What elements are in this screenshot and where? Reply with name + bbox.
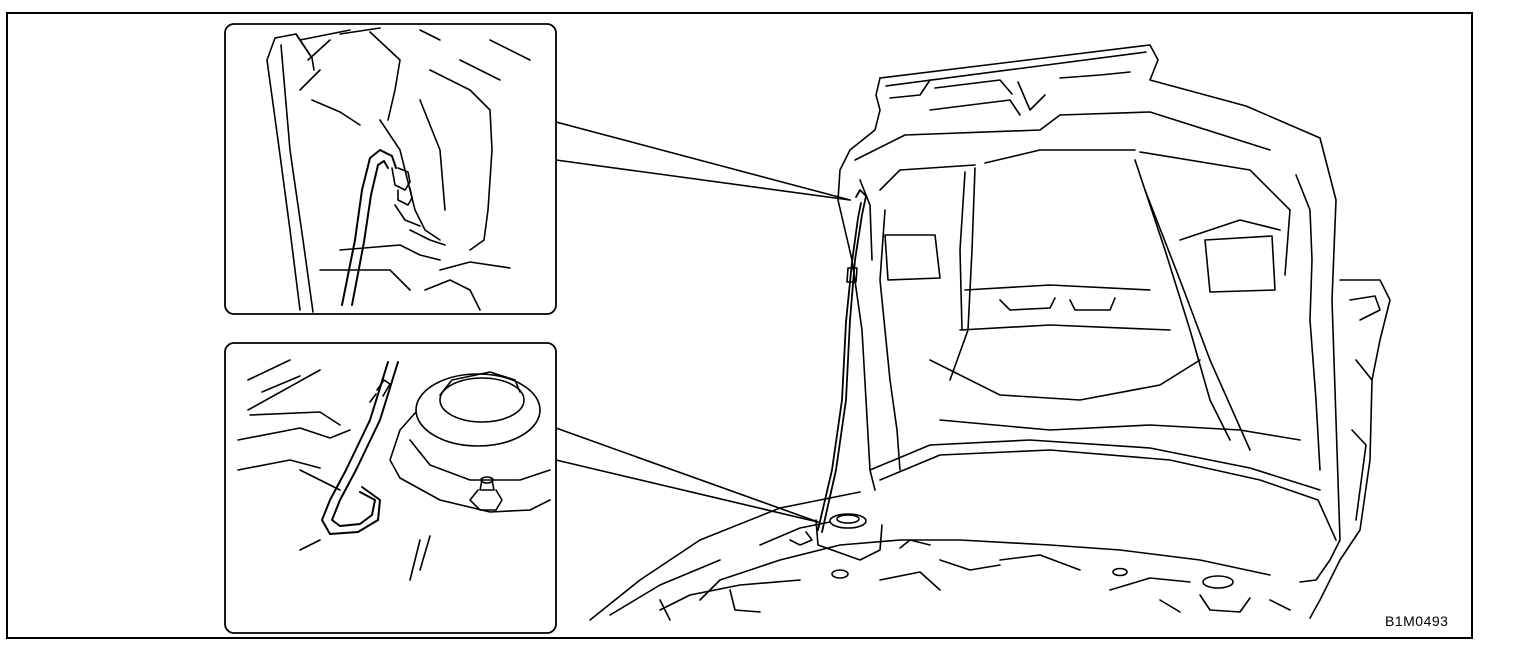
figure-frame <box>6 12 1473 639</box>
detail-upper-hood-rod-clip <box>225 24 556 314</box>
leader-lines <box>556 122 850 522</box>
figure-code: B1M0493 <box>1385 613 1449 629</box>
detail-lower-rod-hook <box>225 343 556 633</box>
hood-illustration <box>590 45 1390 620</box>
